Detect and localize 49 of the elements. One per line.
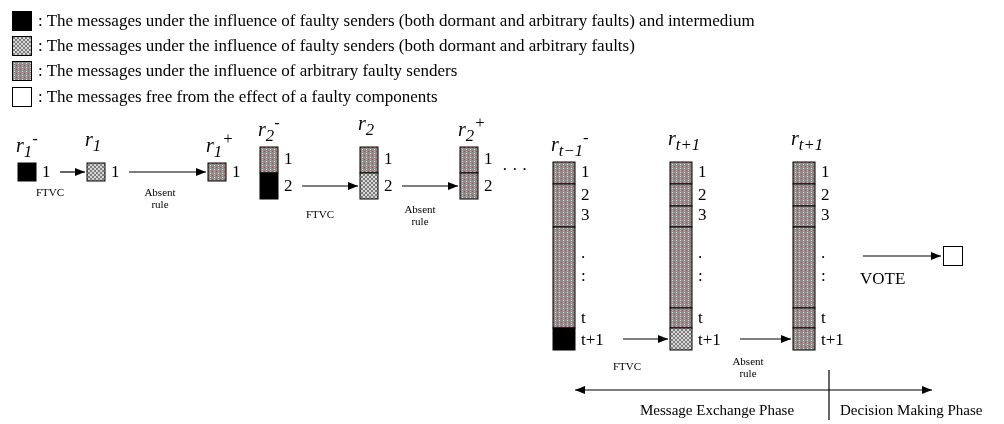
row-number: t+1 — [581, 331, 604, 349]
phase-label: Decision Making Phase — [840, 402, 983, 419]
arrow — [301, 182, 359, 190]
row-number: : — [581, 267, 586, 285]
row-number: 1 — [42, 163, 51, 181]
row-number: 2 — [284, 177, 293, 195]
row-number: t — [698, 309, 703, 327]
row-number: . — [581, 244, 586, 262]
row-number: 2 — [821, 186, 830, 204]
legend-text: : The messages under the influence of faulty senders (both dormant and arbitrary faults) and intermedium — [38, 11, 755, 31]
row-number: 1 — [484, 150, 493, 168]
row-number: 3 — [581, 206, 590, 224]
row-number: t — [821, 309, 826, 327]
row-number: 2 — [698, 186, 707, 204]
array-label: r$_{t+1}$ — [668, 128, 700, 155]
row-number: 1 — [284, 150, 293, 168]
row-number: 3 — [698, 206, 707, 224]
row-number: . — [821, 244, 826, 262]
legend-text: : The messages under the influence of faulty senders (both dormant and arbitrary faults) — [38, 36, 635, 56]
arrow — [622, 335, 669, 343]
arrow — [862, 252, 942, 260]
legend-text: : The messages free from the effect of a faulty components — [38, 87, 438, 107]
row-number: : — [698, 267, 703, 285]
arrow — [401, 182, 459, 190]
row-number: 1 — [821, 163, 830, 181]
row-number: t+1 — [698, 331, 721, 349]
arrow — [739, 335, 792, 343]
row-number: 3 — [821, 206, 830, 224]
row-number: 2 — [484, 177, 493, 195]
row-number: t — [581, 309, 586, 327]
array-label: r$_{t+1}$ — [791, 128, 823, 155]
row-number: 1 — [698, 163, 707, 181]
arrow — [128, 168, 207, 176]
ellipsis-dots: · · · — [502, 161, 528, 179]
row-number: 2 — [384, 177, 393, 195]
result-box — [943, 246, 963, 266]
row-number: 1 — [232, 163, 241, 181]
legend-text: : The messages under the influence of arbitrary faulty senders — [38, 61, 458, 81]
row-number: t+1 — [821, 331, 844, 349]
row-number: . — [698, 244, 703, 262]
array-label: r$_{1}$ — [85, 129, 102, 156]
row-number: : — [821, 267, 826, 285]
row-number: 1 — [581, 163, 590, 181]
row-number: 1 — [111, 163, 120, 181]
row-number: 2 — [581, 186, 590, 204]
phase-label: Message Exchange Phase — [640, 402, 795, 419]
row-number: 1 — [384, 150, 393, 168]
array-label: r$_{2}$ — [358, 113, 375, 140]
arrow — [59, 168, 86, 176]
